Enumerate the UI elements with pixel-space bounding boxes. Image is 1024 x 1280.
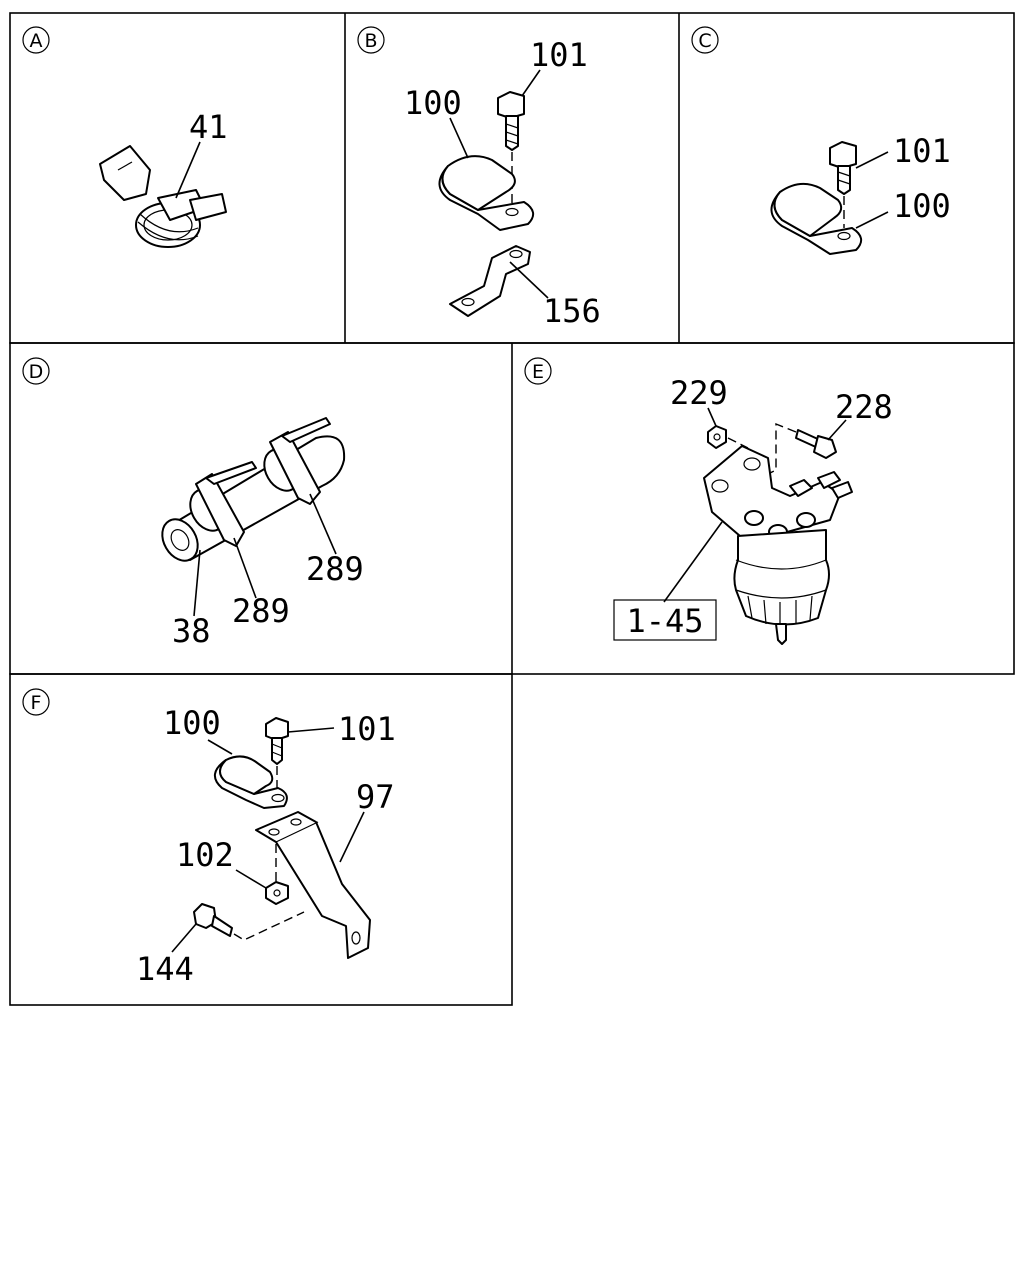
label-289-right: 289 bbox=[306, 550, 364, 588]
label-100-f: 100 bbox=[163, 704, 221, 742]
panel-c: C 101 100 bbox=[691, 26, 951, 255]
label-228: 228 bbox=[835, 388, 893, 426]
panel-c-letter: C bbox=[698, 30, 711, 52]
fuel-filter-assembly bbox=[703, 445, 853, 645]
panel-frames bbox=[9, 12, 1015, 1006]
label-41: 41 bbox=[189, 108, 228, 146]
p-clip-100-c bbox=[770, 182, 863, 255]
label-101-b: 101 bbox=[530, 36, 588, 74]
label-102: 102 bbox=[176, 836, 234, 874]
panel-a-letter: A bbox=[30, 30, 43, 52]
panel-b-letter: B bbox=[364, 30, 377, 52]
panel-b-marker bbox=[357, 26, 385, 54]
panel-a-marker bbox=[22, 26, 50, 54]
bolt-101-c bbox=[829, 141, 857, 195]
panel-f-letter: F bbox=[31, 692, 42, 714]
panel-f: F 100 101 97 102 bbox=[22, 688, 396, 988]
label-97: 97 bbox=[356, 778, 395, 816]
panel-d: D 289 289 38 bbox=[22, 357, 364, 650]
label-38: 38 bbox=[172, 612, 211, 650]
panel-b: B 101 100 156 bbox=[357, 26, 601, 330]
pipe-38 bbox=[161, 435, 346, 562]
panel-f-marker bbox=[22, 688, 50, 716]
label-100-c: 100 bbox=[893, 187, 951, 225]
bracket-156 bbox=[449, 245, 531, 317]
label-289-left: 289 bbox=[232, 592, 290, 630]
panel-a: A 41 bbox=[22, 26, 228, 248]
p-clip-100-f bbox=[214, 755, 288, 809]
label-1-45: 1-45 bbox=[626, 602, 703, 640]
panel-e-marker bbox=[524, 357, 552, 385]
hose-clamp-41 bbox=[99, 145, 227, 248]
label-101-f: 101 bbox=[338, 710, 396, 748]
p-clip-100-b bbox=[438, 155, 535, 231]
label-100-b: 100 bbox=[404, 84, 462, 122]
clip-289-left bbox=[189, 461, 257, 547]
label-229: 229 bbox=[670, 374, 728, 412]
bolt-101-b bbox=[497, 91, 525, 151]
ref-box-1-45 bbox=[613, 599, 717, 641]
panel-e-letter: E bbox=[532, 361, 544, 383]
panel-d-letter: D bbox=[29, 361, 44, 383]
nut-229 bbox=[707, 425, 727, 449]
label-144: 144 bbox=[136, 950, 194, 988]
panel-d-marker bbox=[22, 357, 50, 385]
bolt-228 bbox=[795, 429, 837, 459]
label-101-c: 101 bbox=[893, 132, 951, 170]
panel-e: E 229 228 bbox=[524, 357, 893, 645]
panel-c-marker bbox=[691, 26, 719, 54]
clip-289-right bbox=[263, 417, 331, 505]
label-156: 156 bbox=[543, 292, 601, 330]
bolt-101-f bbox=[265, 717, 289, 765]
bolt-144 bbox=[193, 903, 233, 937]
bracket-97 bbox=[255, 811, 371, 959]
nut-102 bbox=[265, 881, 289, 905]
